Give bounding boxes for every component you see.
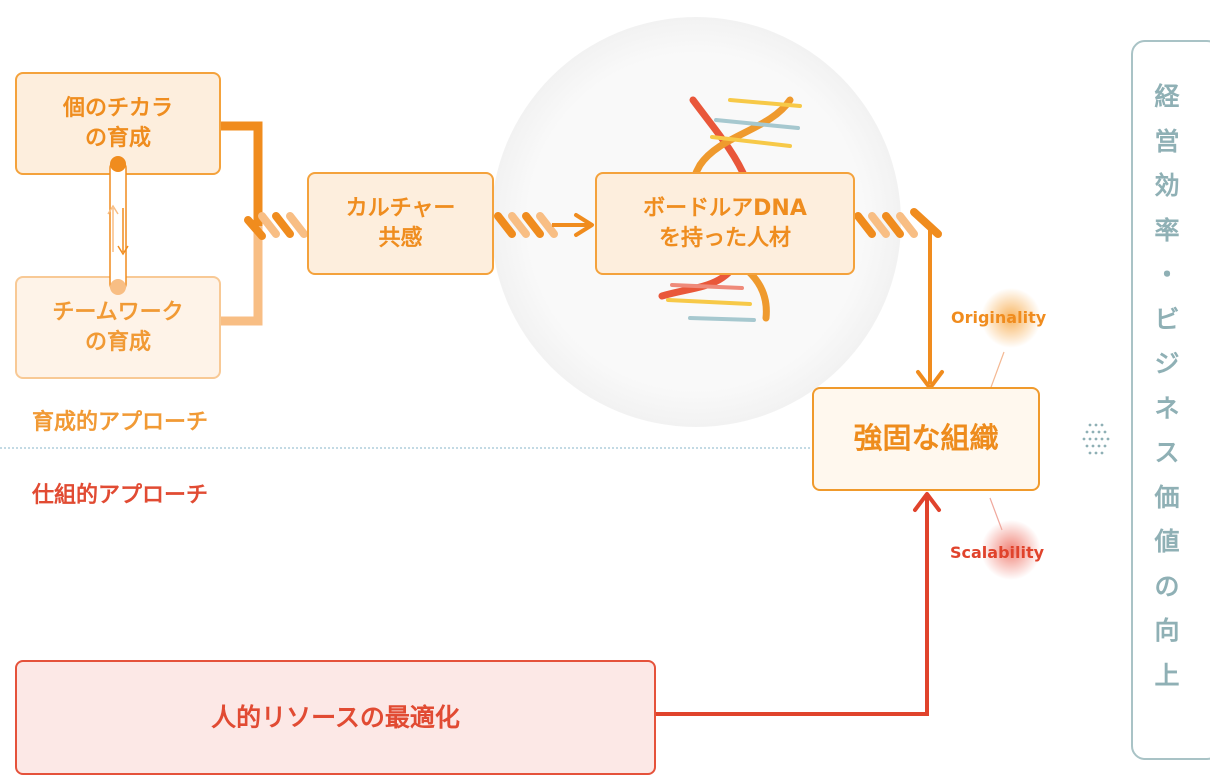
system-approach-label: 仕組的アプローチ xyxy=(32,483,209,508)
sidebar-char: ジ xyxy=(1154,349,1180,378)
teamwork-box: チームワーク の育成 xyxy=(15,276,221,379)
originality-glow xyxy=(981,288,1041,348)
value-sidebar xyxy=(1131,40,1210,760)
originality-connector xyxy=(989,351,1005,391)
individual-connector xyxy=(220,121,263,226)
nurturing-approach-label: 育成的アプローチ xyxy=(32,410,209,435)
rope-1 xyxy=(244,212,308,240)
strong-organization-label: 強固な組織 xyxy=(853,421,999,456)
therefore-dots-icon xyxy=(1082,423,1110,455)
sidebar-char: 経 xyxy=(1154,82,1180,111)
scalability-glow xyxy=(981,520,1041,580)
rope-2 xyxy=(494,212,558,238)
value-sidebar-text: 経 営 効 率 ・ ビ ジ ネ ス 価 値 の 向 上 xyxy=(1131,84,1203,707)
scalability-connector xyxy=(989,497,1003,531)
sidebar-char: 営 xyxy=(1154,126,1180,156)
scalability-label: Scalability xyxy=(950,543,1045,562)
rope-3 xyxy=(854,208,942,238)
sidebar-char: 価 xyxy=(1154,482,1180,512)
teamwork-line2: の育成 xyxy=(84,329,151,355)
sidebar-char: ビ xyxy=(1154,304,1180,334)
dna-talent-line1: ボードルアDNA xyxy=(643,195,807,221)
originality-label: Originality xyxy=(951,308,1047,327)
resource-optimization-label: 人的リソースの最適化 xyxy=(211,702,460,732)
teamwork-line1: チームワーク xyxy=(52,299,184,325)
arrowhead-right-icon xyxy=(574,213,594,237)
resource-optimization-box: 人的リソースの最適化 xyxy=(15,660,656,775)
sidebar-char: ・ xyxy=(1154,260,1180,289)
culture-line2: 共感 xyxy=(378,225,423,251)
culture-line1: カルチャー xyxy=(345,195,456,221)
sidebar-char: 値 xyxy=(1154,527,1180,556)
dna-talent-line2: を持った人材 xyxy=(658,225,791,251)
sidebar-char: 率 xyxy=(1154,215,1180,245)
sidebar-char: ス xyxy=(1154,438,1180,467)
strong-organization-box: 強固な組織 xyxy=(812,387,1040,491)
teamwork-connector xyxy=(220,226,263,326)
culture-box: カルチャー 共感 xyxy=(307,172,494,275)
sidebar-char: 向 xyxy=(1154,616,1180,645)
resource-to-org-line xyxy=(656,496,929,716)
individual-strength-line1: 個のチカラ xyxy=(62,95,173,121)
individual-strength-line2: の育成 xyxy=(84,125,151,151)
dna-talent-box: ボードルアDNA を持った人材 xyxy=(595,172,855,275)
sidebar-char: 効 xyxy=(1154,171,1180,200)
sidebar-char: 上 xyxy=(1154,660,1180,690)
sidebar-char: の xyxy=(1154,571,1180,601)
sidebar-char: ネ xyxy=(1154,393,1180,423)
arrowhead-up-icon xyxy=(913,492,941,512)
individual-strength-box: 個のチカラ の育成 xyxy=(15,72,221,175)
